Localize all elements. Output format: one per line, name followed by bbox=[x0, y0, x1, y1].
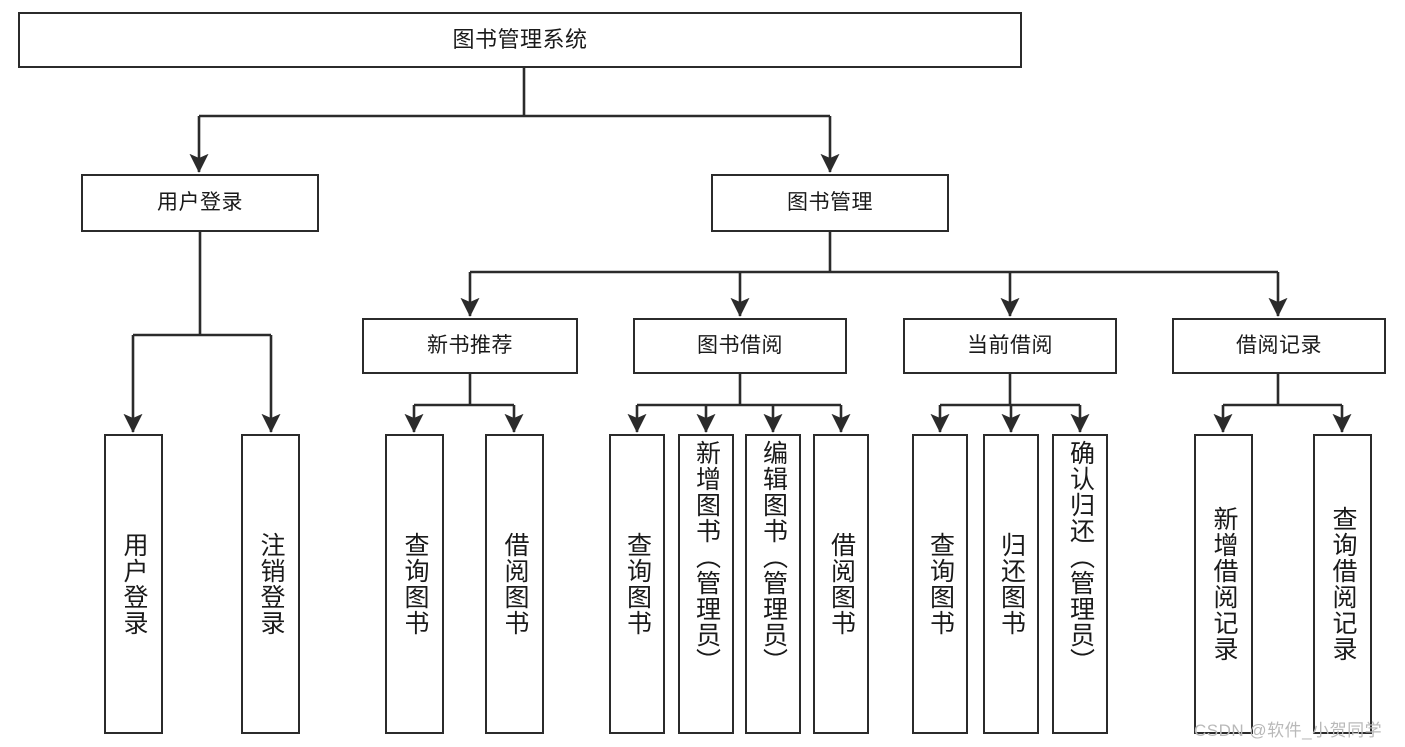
node-book-management-label: 图书管理 bbox=[787, 190, 873, 214]
node-current-borrow[interactable]: 当前借阅 bbox=[903, 318, 1117, 374]
node-leaf-add-book[interactable]: 新增图书（管理员） bbox=[678, 434, 734, 734]
node-user-login[interactable]: 用户登录 bbox=[81, 174, 319, 232]
node-root[interactable]: 图书管理系统 bbox=[18, 12, 1022, 68]
node-leaf-query-book-2[interactable]: 查询图书 bbox=[609, 434, 665, 734]
node-borrow-record[interactable]: 借阅记录 bbox=[1172, 318, 1386, 374]
node-book-management[interactable]: 图书管理 bbox=[711, 174, 949, 232]
node-leaf-query-book-3-label: 查询图书 bbox=[926, 532, 955, 636]
node-leaf-user-login-label: 用户登录 bbox=[120, 532, 148, 636]
node-leaf-add-record-label: 新增借阅记录 bbox=[1210, 506, 1238, 662]
node-leaf-confirm-return[interactable]: 确认归还（管理员） bbox=[1052, 434, 1108, 734]
node-leaf-confirm-return-label: 确认归还（管理员） bbox=[1066, 440, 1095, 674]
node-leaf-return-book[interactable]: 归还图书 bbox=[983, 434, 1039, 734]
node-leaf-add-record[interactable]: 新增借阅记录 bbox=[1194, 434, 1253, 734]
node-user-login-label: 用户登录 bbox=[157, 190, 243, 214]
node-root-label: 图书管理系统 bbox=[452, 27, 588, 53]
node-leaf-query-record[interactable]: 查询借阅记录 bbox=[1313, 434, 1372, 734]
node-leaf-query-record-label: 查询借阅记录 bbox=[1329, 506, 1357, 662]
node-leaf-return-book-label: 归还图书 bbox=[997, 532, 1026, 636]
node-new-book-recommend[interactable]: 新书推荐 bbox=[362, 318, 578, 374]
node-leaf-query-book-1[interactable]: 查询图书 bbox=[385, 434, 444, 734]
node-book-borrow-label: 图书借阅 bbox=[697, 333, 783, 357]
node-book-borrow[interactable]: 图书借阅 bbox=[633, 318, 847, 374]
csdn-watermark: CSDN @软件_小贺同学 bbox=[1194, 721, 1383, 740]
node-leaf-borrow-book-2[interactable]: 借阅图书 bbox=[813, 434, 869, 734]
node-leaf-query-book-3[interactable]: 查询图书 bbox=[912, 434, 968, 734]
node-leaf-logout-label: 注销登录 bbox=[257, 532, 285, 636]
node-leaf-borrow-book-1[interactable]: 借阅图书 bbox=[485, 434, 544, 734]
node-leaf-borrow-book-1-label: 借阅图书 bbox=[501, 532, 529, 636]
node-leaf-query-book-2-label: 查询图书 bbox=[623, 532, 652, 636]
node-leaf-user-login[interactable]: 用户登录 bbox=[104, 434, 163, 734]
node-leaf-query-book-1-label: 查询图书 bbox=[401, 532, 429, 636]
node-leaf-add-book-label: 新增图书（管理员） bbox=[692, 440, 721, 674]
node-new-book-recommend-label: 新书推荐 bbox=[427, 333, 513, 357]
node-current-borrow-label: 当前借阅 bbox=[967, 333, 1053, 357]
node-leaf-logout[interactable]: 注销登录 bbox=[241, 434, 300, 734]
node-leaf-edit-book[interactable]: 编辑图书（管理员） bbox=[745, 434, 801, 734]
node-leaf-edit-book-label: 编辑图书（管理员） bbox=[759, 440, 788, 674]
node-borrow-record-label: 借阅记录 bbox=[1236, 333, 1322, 357]
node-leaf-borrow-book-2-label: 借阅图书 bbox=[827, 532, 856, 636]
